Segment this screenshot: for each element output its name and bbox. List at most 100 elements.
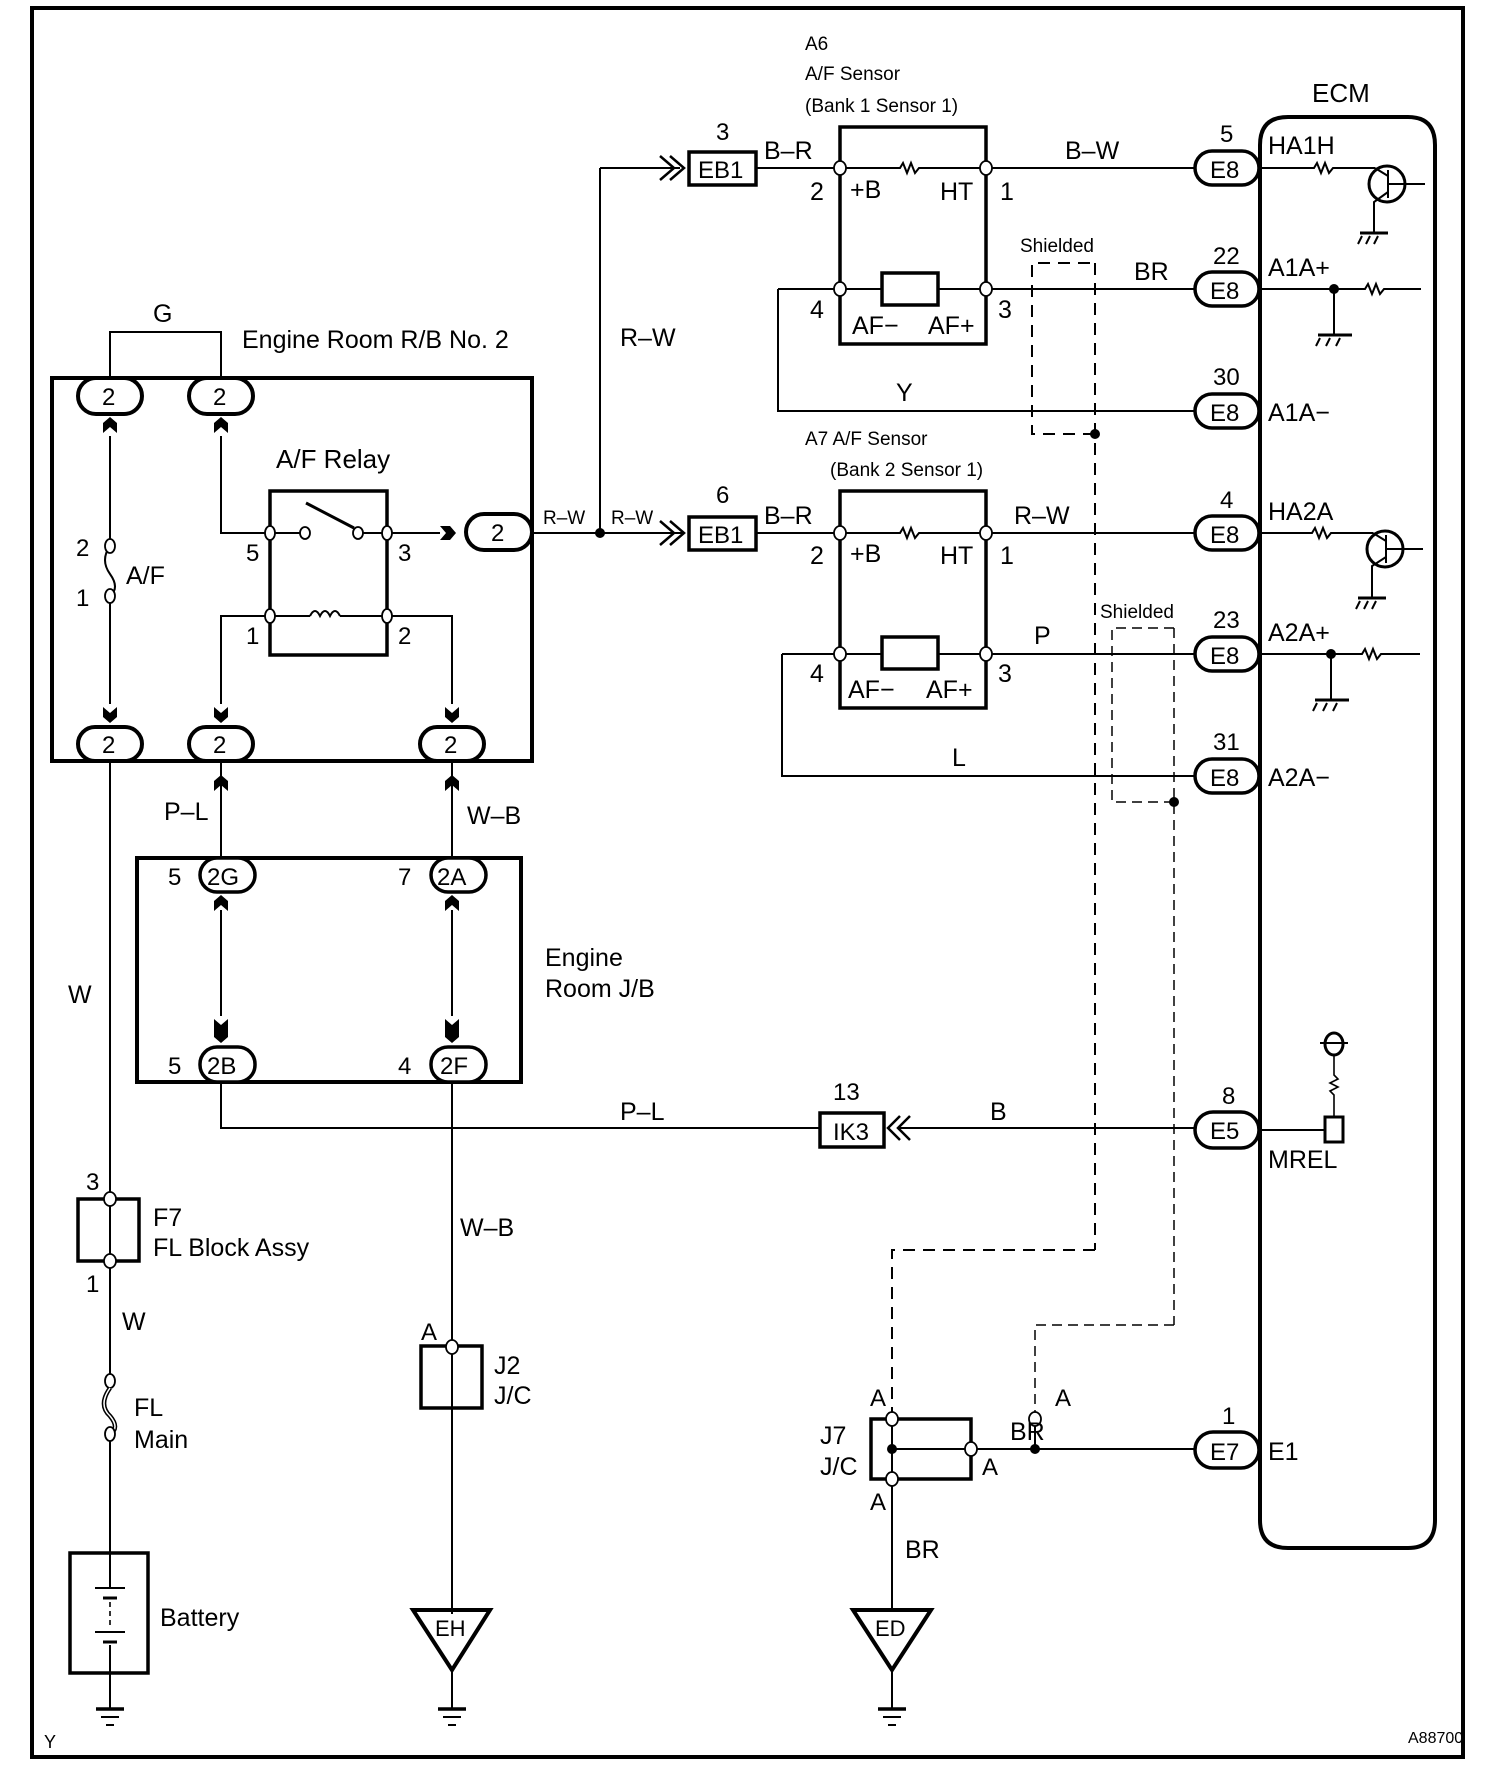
ground-ed-label: ED xyxy=(875,1616,906,1641)
engine-room-jb: Engine Room J/B P–L W–B 2G 5 2A 7 2B 5 2… xyxy=(135,761,655,1084)
ecm-pin-number: 5 xyxy=(1220,121,1233,148)
ecm-pin-ha1h: E8 5 HA1H xyxy=(1193,121,1335,187)
jb-chevrons xyxy=(214,895,459,1043)
wire-br: BR xyxy=(1134,258,1169,286)
connector-chevrons xyxy=(103,417,459,1035)
sensor1-pin-2: 2 xyxy=(810,178,824,206)
rb2-label: Engine Room R/B No. 2 xyxy=(242,326,509,354)
j7-pin-a: A xyxy=(1055,1385,1071,1412)
sensor1-desc: (Bank 1 Sensor 1) xyxy=(805,96,958,117)
ecm-pin-a1a-plus: E8 22 A1A+ xyxy=(1193,243,1330,308)
figure-id: A88700 xyxy=(1408,1730,1463,1747)
ecm-pin-ha2a: E8 4 HA2A xyxy=(1193,487,1334,552)
wire-p: P xyxy=(1034,622,1051,650)
rb2-pin: 2 xyxy=(444,732,457,759)
wire-b: B xyxy=(990,1098,1007,1126)
fl-block-pin-3: 3 xyxy=(86,1169,99,1196)
ecm-terminal-name: E1 xyxy=(1268,1438,1299,1466)
wire-rw-vertical: R–W xyxy=(620,324,676,352)
ecm-terminal-name: HA2A xyxy=(1268,498,1334,526)
wire-color-g: G xyxy=(153,300,172,328)
ecm-terminal-name: A2A− xyxy=(1268,764,1330,792)
rb2-pin: 2 xyxy=(213,384,226,411)
eb1-bottom: EB1 6 xyxy=(687,482,758,552)
ecm-connector-code: E8 xyxy=(1210,522,1239,549)
j2-pin: A xyxy=(421,1319,437,1346)
ecm-connector-code: E8 xyxy=(1210,400,1239,427)
rb2-pin: 2 xyxy=(491,520,504,547)
af-fuse-pin-1: 1 xyxy=(76,585,89,612)
outer-frame xyxy=(30,6,1465,1759)
eb1-bottom-code: EB1 xyxy=(698,522,743,549)
power-feed: W 3 1 F7 FL Block Assy W FL Main Battery xyxy=(68,761,310,1726)
wire-w-low: W xyxy=(122,1308,146,1336)
ecm-pin-number: 31 xyxy=(1213,729,1240,756)
ecm: ECM xyxy=(1258,78,1437,1550)
shielded-label-1: Shielded xyxy=(1020,236,1094,257)
relay-pin-2: 2 xyxy=(398,623,411,650)
sensor2-pin-2: 2 xyxy=(810,542,824,570)
rb2-pin: 2 xyxy=(102,732,115,759)
sensor1-pin-1: 1 xyxy=(1000,178,1014,206)
jb-2b-pin: 5 xyxy=(168,1053,181,1080)
eb1-top: EB1 3 xyxy=(687,119,758,187)
shielded-label-2: Shielded xyxy=(1100,602,1174,623)
wire-y: Y xyxy=(896,379,913,407)
ecm-pin-a2a-minus: E8 31 A2A− xyxy=(1193,729,1330,795)
ecm-connector-code: E7 xyxy=(1210,1439,1239,1466)
rb2-pin: 2 xyxy=(102,384,115,411)
ecm-pin-number: 1 xyxy=(1222,1403,1235,1430)
fl-main-line1: FL xyxy=(134,1394,163,1422)
engine-room-rb2: Engine Room R/B No. 2 G xyxy=(50,300,534,763)
sensor1-pin-afp: AF+ xyxy=(928,312,975,340)
battery-label: Battery xyxy=(160,1604,240,1632)
sensor2-pin-afm: AF− xyxy=(848,676,895,704)
ecm-terminal-name: A1A− xyxy=(1268,399,1330,427)
af-fuse: 2 1 A/F xyxy=(76,436,165,704)
ecm-terminal-name: HA1H xyxy=(1268,132,1335,160)
sensor2-pin-b: +B xyxy=(850,540,881,568)
jb-2f-code: 2F xyxy=(440,1053,468,1080)
ecm-terminal-name: A1A+ xyxy=(1268,254,1330,282)
relay-pin-1: 1 xyxy=(246,623,259,650)
ecm-pin-number: 8 xyxy=(1222,1083,1235,1110)
ik3-pin: 13 xyxy=(833,1079,860,1106)
wire-w-left: W xyxy=(68,981,92,1009)
sensor1-pin-afm: AF− xyxy=(852,312,899,340)
sensor1-name: A/F Sensor xyxy=(805,64,901,85)
wire-wb-bottom: W–B xyxy=(460,1214,514,1242)
j7-id: J7 xyxy=(820,1422,846,1450)
jb-2a-pin: 7 xyxy=(398,864,411,891)
sensor2-pin-3: 3 xyxy=(998,660,1012,688)
ecm-internal-circuits xyxy=(1259,160,1425,1144)
ground-eh-label: EH xyxy=(435,1616,466,1641)
wire-pl-bottom: P–L xyxy=(620,1098,665,1126)
wire-pl-top: P–L xyxy=(164,798,209,826)
mrel-circuit: IK3 13 P–L B xyxy=(220,1079,1195,1149)
jb-2b-code: 2B xyxy=(207,1053,236,1080)
ecm-connector-code: E8 xyxy=(1210,765,1239,792)
eb1-top-code: EB1 xyxy=(698,157,743,184)
j2-id: J2 xyxy=(494,1352,520,1380)
sensor1-pin-3: 3 xyxy=(998,296,1012,324)
ecm-pin-number: 30 xyxy=(1213,364,1240,391)
sensor1-id: A6 xyxy=(805,34,828,55)
fl-main-line2: Main xyxy=(134,1426,188,1454)
af-relay-label: A/F Relay xyxy=(276,444,390,474)
ecm-connector-code: E8 xyxy=(1210,157,1239,184)
ecm-connectors: E8 5 HA1H E8 22 A1A+ E8 30 A1A− E8 4 HA2… xyxy=(1193,121,1338,1470)
wire-rw-s2: R–W xyxy=(1014,502,1070,530)
wire-br-s2: B–R xyxy=(764,502,813,530)
ecm-pin-mrel: E5 8 MREL xyxy=(1193,1083,1338,1174)
ecm-pin-a2a-plus: E8 23 A2A+ xyxy=(1193,607,1330,673)
eb1-bottom-pin: 6 xyxy=(716,482,729,509)
wire-br-ed: BR xyxy=(905,1536,940,1564)
sensor2-desc: (Bank 2 Sensor 1) xyxy=(830,460,983,481)
ecm-pin-number: 23 xyxy=(1213,607,1240,634)
jb-2g-pin: 5 xyxy=(168,864,181,891)
wire-l: L xyxy=(952,744,966,772)
wire-bw: B–W xyxy=(1065,137,1120,165)
af-sensor-bank1: A6 A/F Sensor (Bank 1 Sensor 1) B–R B–W … xyxy=(756,34,1195,1250)
ecm-terminal-name: A2A+ xyxy=(1268,619,1330,647)
wire-br-s1: B–R xyxy=(764,137,813,165)
